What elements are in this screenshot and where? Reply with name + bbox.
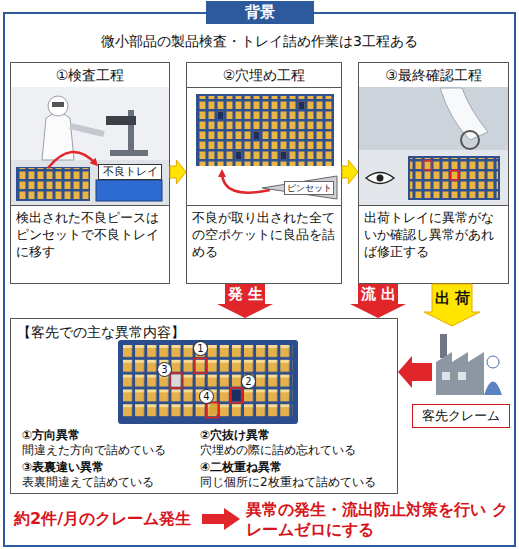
inspector-body xyxy=(484,382,502,396)
defect-note: 表裏間違えて詰めている xyxy=(22,475,154,490)
block-arrow xyxy=(398,356,432,388)
defect-name: ③表裏違い異常 xyxy=(22,460,104,475)
customer-node: 客先クレーム xyxy=(432,326,510,428)
defect-box: 【客先での主な異常内容】 1 2 3 4 ①方向異常間違えた方向で詰めている ②穴抜け異常穴… xyxy=(10,318,398,494)
block-arrow-shape xyxy=(398,356,432,388)
block-arrow-shape xyxy=(342,160,358,184)
defect-name: ①方向異常 xyxy=(22,428,80,443)
node-body: 不良が取り出された全ての空ポケットに良品を詰める xyxy=(187,205,341,283)
node-heading: ①検査工程 xyxy=(11,63,169,88)
node-body: 出荷トレイに異常がないか確認し異常があれば修正する xyxy=(359,205,508,283)
node-heading: ②穴埋め工程 xyxy=(187,63,341,88)
node-heading: 【客先での主な異常内容】 xyxy=(17,324,185,342)
block-arrow xyxy=(170,160,186,184)
problem-note: 約2件/月のクレーム発生 xyxy=(14,509,191,529)
tray-label: 不良トレイ xyxy=(98,164,162,180)
factory-icon xyxy=(436,334,502,395)
process-box: ①検査工程検出された不良ピースはピンセットで不良トレイに移す 不良トレイ xyxy=(10,62,170,284)
arrow-label: 発生 xyxy=(205,284,285,304)
node-heading: ③最終確認工程 xyxy=(359,63,508,88)
block-arrow-shape xyxy=(170,160,186,184)
defect-note: 同じ個所に2枚重ねて詰めている xyxy=(200,475,376,490)
factory-building xyxy=(436,352,484,395)
defect-name: ④二枚重ね異常 xyxy=(200,460,282,475)
callout-number: 2 xyxy=(241,374,256,389)
arrow-label: 流出 xyxy=(338,284,418,304)
inspector-head xyxy=(487,356,499,368)
goal-note: 異常の発生・流出防止対策を行い クレームゼロにする xyxy=(246,500,508,540)
block-arrow xyxy=(342,160,358,184)
node-body: 検出された不良ピースはピンセットで不良トレイに移す xyxy=(11,205,169,283)
factory-window xyxy=(458,372,466,380)
title-tab: 背景 xyxy=(206,1,314,24)
defect-note: 間違えた方向で詰めている xyxy=(22,443,166,458)
chimney xyxy=(440,334,447,358)
defect-note: 穴埋めの際に詰め忘れている xyxy=(200,443,356,458)
callout-number: 1 xyxy=(193,341,208,356)
factory-window xyxy=(442,372,450,380)
process-box: ②穴埋め工程不良が取り出された全ての空ポケットに良品を詰める ピンセット xyxy=(186,62,342,284)
node-heading: 客先クレーム xyxy=(412,404,510,428)
tool-label: ピンセット xyxy=(284,181,334,195)
callout-number: 4 xyxy=(199,389,214,404)
result-arrow xyxy=(202,508,240,530)
defect-name: ②穴抜け異常 xyxy=(200,428,270,443)
callout-number: 3 xyxy=(157,362,172,377)
subtitle: 微小部品の製品検査・トレイ詰め作業は3工程ある xyxy=(0,33,519,51)
arrow-label: 出荷 xyxy=(412,288,492,308)
process-box: ③最終確認工程出荷トレイに異常がないか確認し異常があれば修正する xyxy=(358,62,509,284)
